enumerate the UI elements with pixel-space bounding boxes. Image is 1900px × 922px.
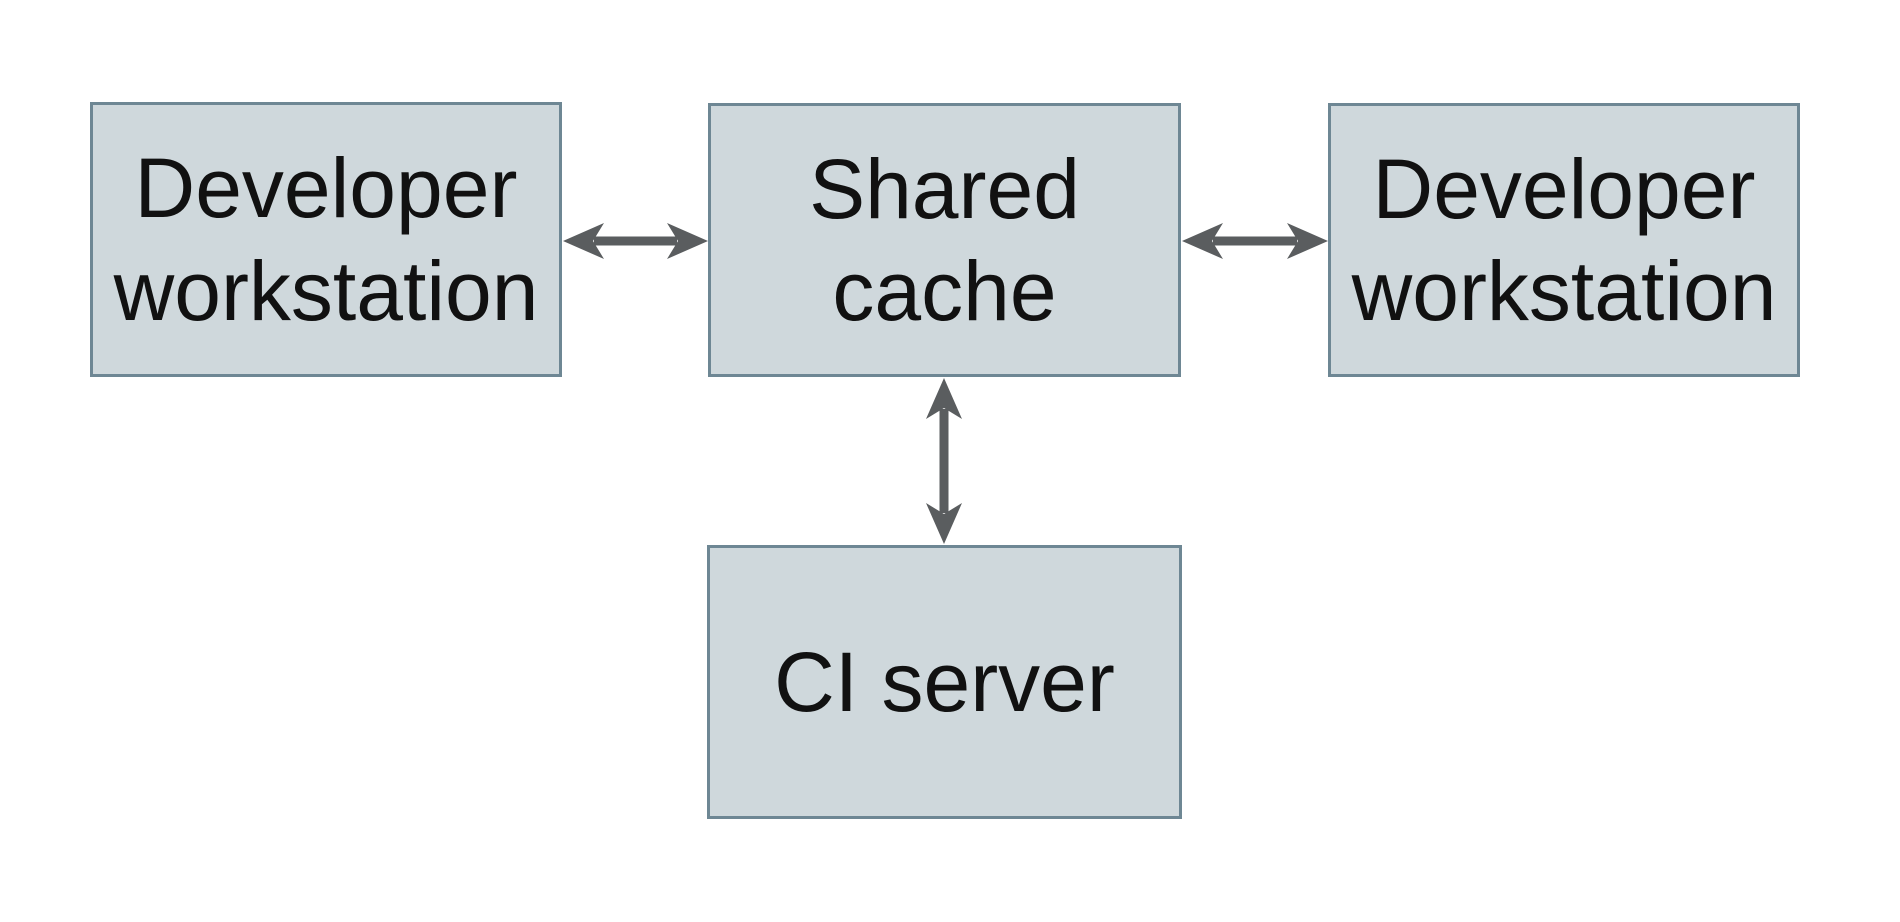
node-developer-workstation-left: Developer workstation xyxy=(90,102,562,377)
node-label-line: cache xyxy=(832,244,1057,338)
node-developer-workstation-right: Developer workstation xyxy=(1328,103,1800,377)
node-label-line: CI server xyxy=(774,634,1115,729)
node-label-line: Developer xyxy=(1372,141,1756,236)
node-label-line: Shared xyxy=(809,141,1080,236)
node-shared-cache: Shared cache xyxy=(708,103,1181,377)
node-label-line: workstation xyxy=(113,243,539,338)
double-arrow-vertical-icon xyxy=(926,378,962,544)
node-ci-server: CI server xyxy=(707,545,1182,819)
node-label-line: Developer xyxy=(134,141,518,236)
double-arrow-right-gap-icon xyxy=(1182,223,1328,259)
double-arrow-left-gap-icon xyxy=(563,223,708,259)
node-label-line: workstation xyxy=(1351,244,1777,338)
